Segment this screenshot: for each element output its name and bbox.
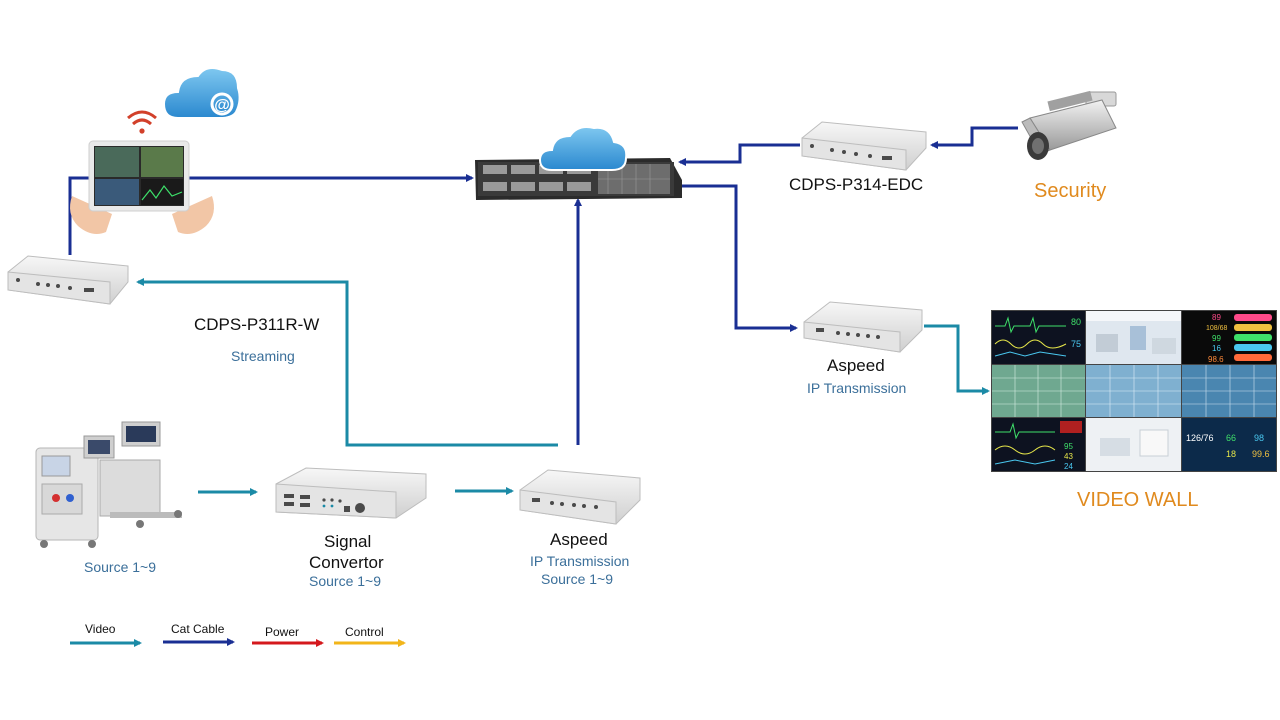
switch-cloud-icon bbox=[538, 126, 628, 171]
legend-arrows bbox=[70, 638, 406, 647]
cat-line-edc-to-switch bbox=[678, 143, 800, 166]
medical-source-machine-icon bbox=[35, 421, 182, 548]
wall-value-v3: 89 bbox=[1212, 313, 1221, 322]
tablet-icon bbox=[70, 140, 214, 234]
signal-convertor-device-icon bbox=[275, 467, 427, 519]
wall-value-v5: 99 bbox=[1212, 334, 1221, 343]
wall-value-v12: 99.6 bbox=[1252, 449, 1270, 459]
wall-value-v2: 75 bbox=[1071, 339, 1081, 349]
internet-cloud-icon: @ bbox=[162, 67, 241, 119]
cat-line-camera-to-edc bbox=[930, 126, 1018, 149]
cat-line-tablet-to-switch bbox=[68, 174, 474, 255]
legend-label-cat-cable: Cat Cable bbox=[171, 622, 225, 636]
aspeed-rx-name: Aspeed bbox=[827, 356, 885, 375]
security-camera-icon bbox=[1021, 90, 1117, 160]
wall-value-v4: 108/68 bbox=[1206, 325, 1228, 332]
wall-value-v13: 95 bbox=[1064, 442, 1073, 451]
legend-label-control: Control bbox=[345, 625, 384, 639]
source-label: Source 1~9 bbox=[84, 559, 156, 575]
signal-convertor-name-line2: Convertor bbox=[309, 553, 384, 572]
signal-convertor-sub: Source 1~9 bbox=[309, 573, 381, 589]
wifi-icon bbox=[127, 110, 157, 134]
legend-label-power: Power bbox=[265, 625, 300, 639]
video-wall-label: VIDEO WALL bbox=[1077, 489, 1199, 511]
wall-value-v7: 98.6 bbox=[1208, 355, 1224, 364]
edc-device-icon bbox=[801, 121, 927, 171]
wall-value-v8: 126/76 bbox=[1186, 433, 1214, 443]
svg-text:@: @ bbox=[214, 97, 230, 114]
network-switch bbox=[475, 158, 682, 200]
aspeed-tx-sub2: Source 1~9 bbox=[541, 571, 613, 587]
connections bbox=[68, 126, 1018, 496]
aspeed-rx-sub: IP Transmission bbox=[807, 380, 907, 396]
wall-value-v11: 18 bbox=[1226, 449, 1236, 459]
wall-value-v1: 80 bbox=[1071, 317, 1081, 327]
legend-label-video: Video bbox=[85, 622, 116, 636]
wall-tile-monitor-3 bbox=[1182, 418, 1276, 471]
streaming-device-icon bbox=[7, 255, 129, 305]
wall-value-v6: 16 bbox=[1212, 344, 1221, 353]
signal-convertor-name-line1: Signal bbox=[324, 532, 372, 551]
video-wall: 80 75 89 108/68 99 16 98.6 bbox=[991, 310, 1277, 472]
aspeed-tx-device-icon bbox=[519, 469, 641, 525]
security-label: Security bbox=[1034, 180, 1107, 202]
streaming-device-name: CDPS-P311R-W bbox=[194, 315, 320, 334]
streaming-device-sub: Streaming bbox=[231, 348, 295, 364]
aspeed-rx-device-icon bbox=[803, 301, 923, 353]
video-line-aspeed-to-wall bbox=[924, 324, 990, 395]
wall-value-v9: 66 bbox=[1226, 433, 1236, 443]
aspeed-tx-sub: IP Transmission bbox=[530, 553, 630, 569]
wall-value-v14: 43 bbox=[1064, 452, 1073, 461]
aspeed-tx-name: Aspeed bbox=[550, 530, 608, 549]
wall-value-v15: 24 bbox=[1064, 462, 1073, 471]
cat-line-switch-to-aspeed-rx bbox=[680, 184, 798, 332]
wall-value-v10: 98 bbox=[1254, 433, 1264, 443]
video-line-aspeed-to-streaming bbox=[136, 278, 558, 447]
edc-device-name: CDPS-P314-EDC bbox=[789, 175, 924, 194]
